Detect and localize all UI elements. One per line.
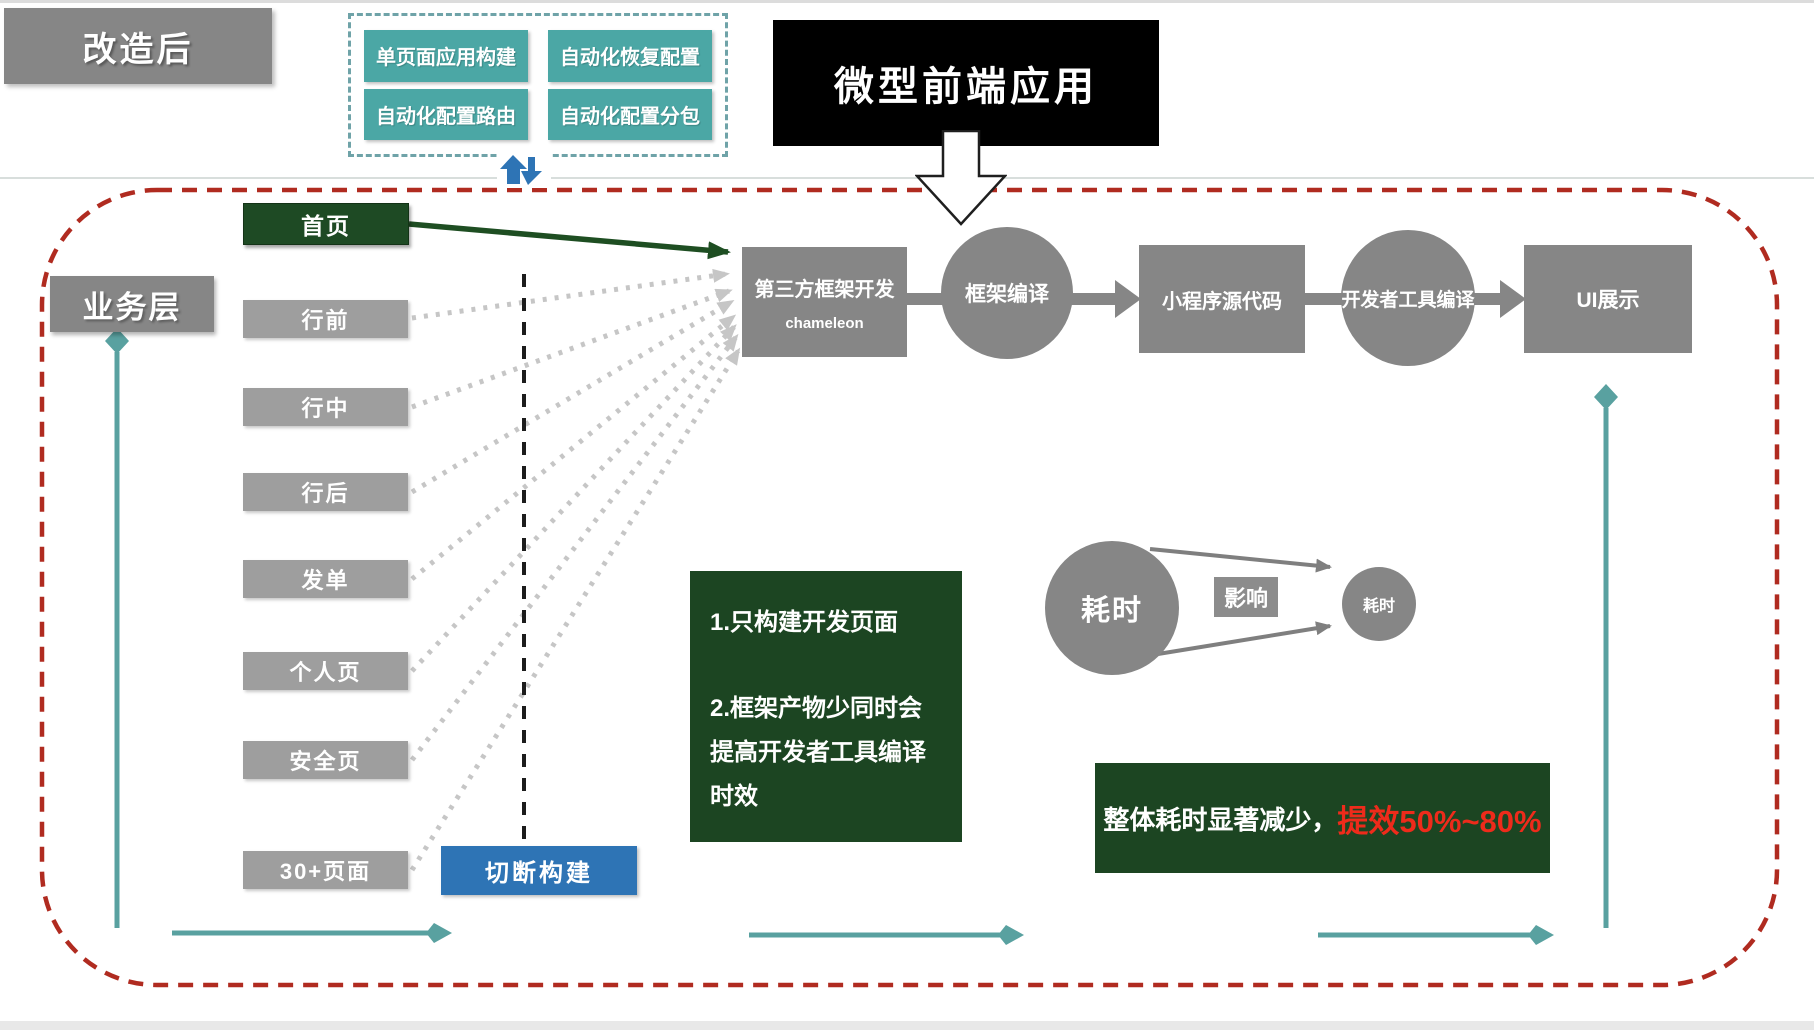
capability-panel: 单页面应用构建 自动化恢复配置 自动化配置路由 自动化配置分包 <box>348 13 728 157</box>
capability-chip-auto-restore: 自动化恢复配置 <box>548 30 712 82</box>
teal-guides <box>105 328 1618 945</box>
hero-down-arrow <box>914 129 1008 226</box>
swap-arrows-icon <box>497 152 551 188</box>
miniprogram-source-box: 小程序源代码 <box>1139 245 1305 353</box>
home-to-framework-arrow <box>408 221 731 260</box>
page-chip: 30+页面 <box>243 851 408 889</box>
time-cost-big-circle: 耗时 <box>1045 541 1179 675</box>
red-dashed-boundary <box>39 187 1780 988</box>
slide-divider-line <box>0 177 1814 179</box>
time-cost-small-circle: 耗时 <box>1342 567 1416 641</box>
page-chip: 个人页 <box>243 652 408 690</box>
impact-arrows <box>1149 547 1332 656</box>
business-layer-label: 业务层 <box>50 276 214 332</box>
page-chip: 行后 <box>243 473 408 511</box>
stage-badge: 改造后 <box>4 8 272 84</box>
page-chip: 安全页 <box>243 741 408 779</box>
impact-label: 影响 <box>1214 577 1278 617</box>
summary-text: 整体耗时显著减少， <box>1103 804 1338 835</box>
summary-highlight: 提效50%~80% <box>1337 803 1542 839</box>
capability-chip-spa-build: 单页面应用构建 <box>364 30 528 82</box>
cut-build-chip: 切断构建 <box>441 846 637 895</box>
summary-banner: 整体耗时显著减少， 提效50%~80% <box>1095 763 1550 873</box>
benefit-note-1: 1.只构建开发页面 <box>710 609 899 636</box>
build-cut-dashed-line <box>522 274 526 844</box>
page-chip: 行中 <box>243 388 408 426</box>
framework-dev-subtitle: chameleon <box>785 314 864 332</box>
pipeline-connectors <box>903 280 1526 318</box>
devtools-compile-ellipse: 开发者工具编译 <box>1341 230 1475 366</box>
slide-top-edge <box>0 0 1814 3</box>
framework-compile-circle: 框架编译 <box>941 227 1073 359</box>
ui-display-box: UI展示 <box>1524 245 1692 353</box>
capability-chip-auto-subpackage: 自动化配置分包 <box>548 88 712 140</box>
page-chip: 发单 <box>243 560 408 598</box>
framework-dev-box: 第三方框架开发 chameleon <box>742 247 907 357</box>
framework-dev-title: 第三方框架开发 <box>754 278 895 301</box>
benefit-notes: 1.只构建开发页面 2.框架产物少同时会提高开发者工具编译时效 <box>690 571 962 842</box>
benefit-note-2: 2.框架产物少同时会提高开发者工具编译时效 <box>710 694 926 810</box>
slide-bottom-edge <box>0 1021 1814 1030</box>
page-chip: 行前 <box>243 300 408 338</box>
micro-frontend-title: 微型前端应用 <box>773 20 1159 146</box>
capability-chip-auto-route: 自动化配置路由 <box>364 88 528 140</box>
page-dotted-arrows <box>409 268 741 872</box>
page-chip-home: 首页 <box>243 203 409 245</box>
